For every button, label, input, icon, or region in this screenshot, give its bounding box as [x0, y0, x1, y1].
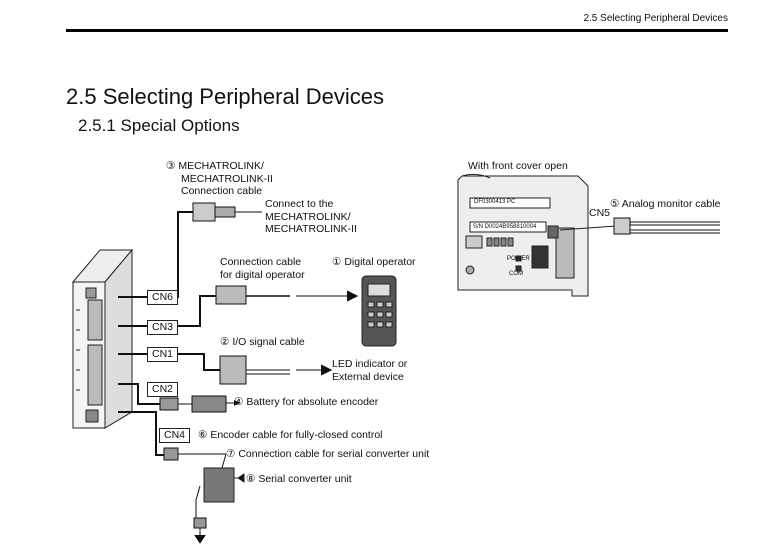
digital-cable-line2: for digital operator: [220, 268, 305, 281]
item5-label: ⑤ Analog monitor cable: [610, 198, 720, 211]
item5-text: Analog monitor cable: [621, 198, 721, 210]
item7-number: ⑦: [226, 448, 236, 460]
connector-label-cn3: CN3: [147, 320, 179, 335]
item4-number: ④: [234, 396, 244, 408]
item4-text: Battery for absolute encoder: [246, 396, 379, 408]
item3-line2: MECHATROLINK-II: [181, 172, 273, 185]
item8-text: Serial converter unit: [258, 473, 352, 485]
connect-note-line3: MECHATROLINK-II: [265, 223, 357, 235]
panel-com-label: COM: [509, 271, 523, 277]
item3-line3: Connection cable: [181, 185, 263, 197]
item7-text: Connection cable for serial converter un…: [238, 448, 430, 460]
front-cover-caption: With front cover open: [468, 160, 568, 172]
connector-label-cn1: CN1: [147, 347, 179, 362]
item3-number: ③: [166, 160, 176, 172]
subsection-title: 2.5.1 Special Options: [78, 116, 240, 135]
servopack-illustration: [71, 248, 134, 429]
digital-cable-label: Connection cable for digital operator: [220, 256, 305, 281]
connector-label-cn2: CN2: [147, 382, 179, 397]
led-line2: External device: [332, 370, 404, 383]
connector-label-cn4: CN4: [159, 428, 191, 443]
item5-number: ⑤: [610, 198, 620, 210]
item3-line1: MECHATROLINK/: [178, 160, 264, 172]
item1-number: ①: [332, 256, 342, 268]
section-title: 2.5 Selecting Peripheral Devices: [66, 84, 384, 109]
item1-label: ① Digital operator: [332, 256, 416, 269]
led-label: LED indicator or External device: [332, 358, 407, 383]
item1-text: Digital operator: [344, 256, 416, 268]
serial-converter-unit-illustration: [203, 467, 245, 503]
battery-cable: [118, 383, 227, 413]
connect-note-line1: Connect to the: [265, 198, 334, 210]
panel-power-label: POWER: [507, 256, 530, 262]
item4-label: ④ Battery for absolute encoder: [234, 396, 378, 409]
item8-label: ⑧ Serial converter unit: [246, 473, 352, 486]
front-panel-illustration: [457, 173, 617, 297]
item2-number: ②: [220, 336, 230, 348]
connect-note: Connect to the MECHATROLINK/ MECHATROLIN…: [265, 198, 357, 236]
header-rule: [66, 29, 728, 32]
mechatrolink-cable: [118, 202, 262, 298]
connector-label-cn6: CN6: [147, 290, 179, 305]
digital-operator-device: [361, 275, 397, 347]
connector-label-cn5: CN5: [589, 207, 611, 219]
item3-label: ③ MECHATROLINK/ MECHATROLINK-II Connecti…: [166, 160, 273, 198]
panel-model: DF0300413 PC: [474, 199, 516, 205]
item2-text: I/O signal cable: [232, 336, 305, 348]
panel-serial: S/N D0024B958810004: [473, 224, 537, 230]
led-line1: LED indicator or: [332, 358, 408, 370]
running-header: 2.5 Selecting Peripheral Devices: [583, 13, 728, 24]
item6-number: ⑥: [198, 429, 208, 441]
item7-label: ⑦ Connection cable for serial converter …: [226, 448, 429, 461]
encoder-cable: [118, 411, 227, 544]
analog-monitor-cable: [613, 217, 720, 235]
item8-number: ⑧: [246, 473, 256, 485]
item2-label: ② I/O signal cable: [220, 336, 305, 349]
item6-label: ⑥ Encoder cable for fully-closed control: [198, 429, 383, 442]
digital-cable-line1: Connection cable: [220, 256, 302, 268]
item6-text: Encoder cable for fully-closed control: [210, 429, 383, 441]
connect-note-line2: MECHATROLINK/: [265, 210, 351, 223]
